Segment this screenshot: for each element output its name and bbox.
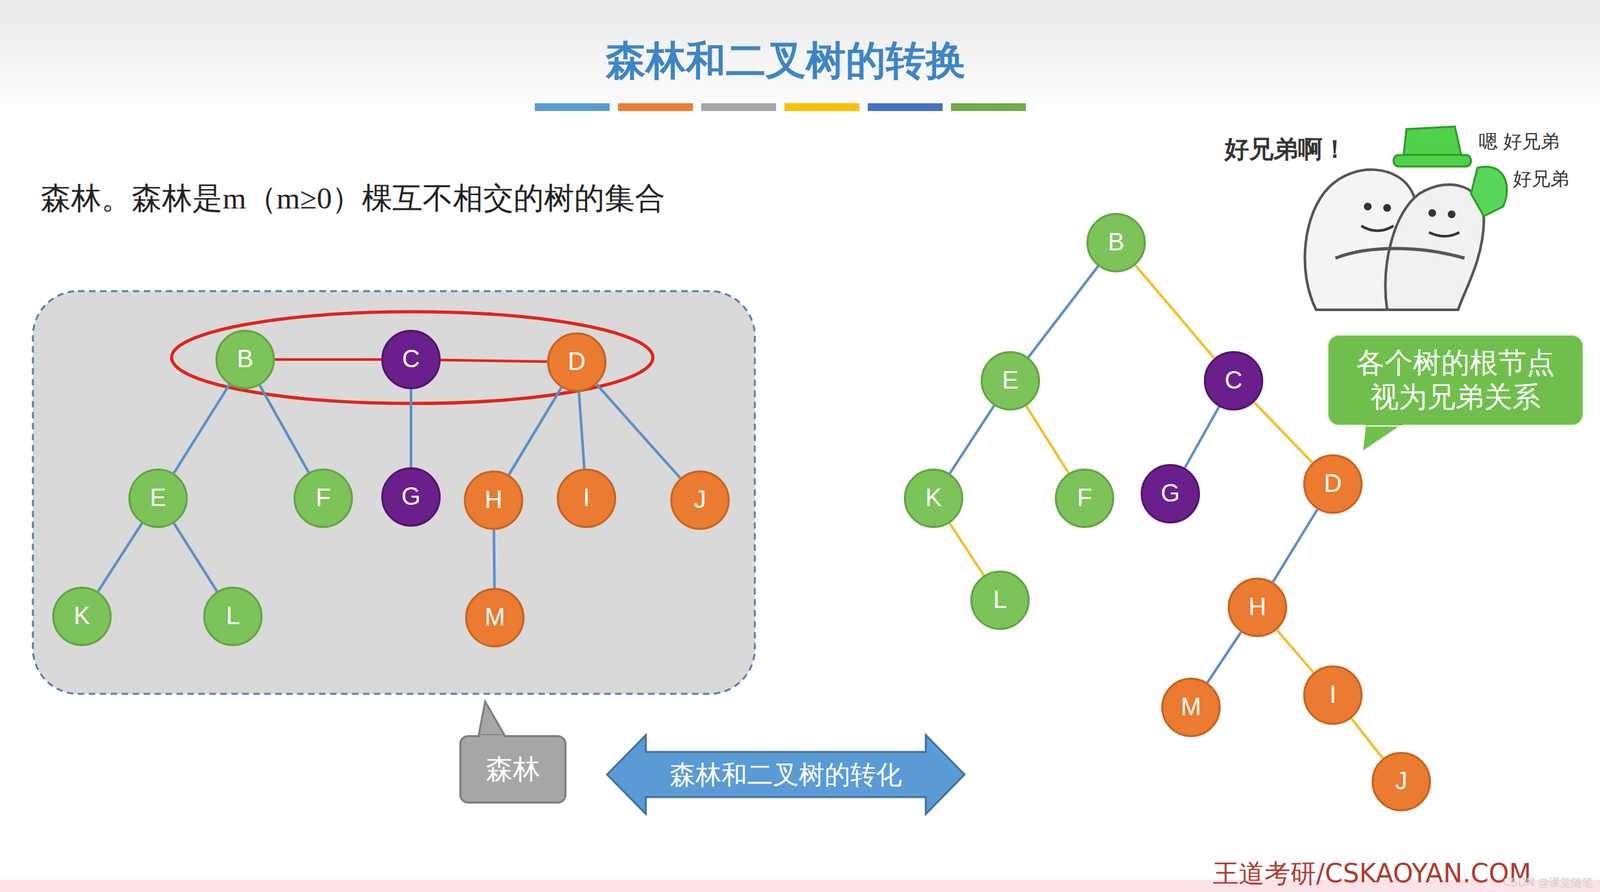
node-label: K xyxy=(925,483,942,513)
footer-brand: 王道考研/CSKAOYAN.COM xyxy=(1212,855,1532,891)
tree-node-circle: K xyxy=(903,468,964,528)
callout-box: 各个树的根节点 视为兄弟关系 xyxy=(1326,333,1585,427)
node-label: M xyxy=(1180,692,1202,722)
tree-node-circle: B xyxy=(215,329,275,390)
tree-node-circle: G xyxy=(1140,463,1200,524)
tree-node-circle: G xyxy=(381,467,441,527)
tree-edge xyxy=(578,391,584,469)
node-label: H xyxy=(484,485,502,515)
tree-node-circle: H xyxy=(1227,577,1288,637)
slide-title: 森林和二叉树的转换 xyxy=(0,33,1572,88)
tree-edge xyxy=(1184,406,1219,468)
tree-edge xyxy=(173,384,230,473)
tree-edge xyxy=(1276,629,1314,673)
node-label: D xyxy=(1323,469,1342,499)
meme-caption: 嗯 好兄弟 xyxy=(1478,129,1560,155)
node-label: K xyxy=(73,601,90,631)
tree-edge xyxy=(1254,401,1313,463)
node-label: G xyxy=(1160,478,1180,509)
tree-edge xyxy=(440,360,548,362)
node-label: E xyxy=(1001,365,1019,396)
tree-edge xyxy=(260,385,310,473)
node-label: I xyxy=(1329,680,1337,710)
tree-edge xyxy=(949,523,984,576)
tree-edge xyxy=(274,359,382,360)
tree-node-circle: E xyxy=(128,468,188,528)
header-band xyxy=(0,0,1600,117)
tree-node-circle: L xyxy=(203,586,263,646)
tree-node-circle: L xyxy=(970,570,1030,630)
node-label: C xyxy=(401,344,420,375)
tree-node-circle: H xyxy=(463,470,524,530)
tree-node-circle: J xyxy=(1371,751,1431,811)
tree-edge xyxy=(1135,265,1215,359)
tree-node-circle: C xyxy=(381,329,441,390)
node-label: H xyxy=(1248,592,1266,622)
node-label: J xyxy=(1395,766,1408,797)
node-label: 各个树的根节点 视为兄弟关系 xyxy=(1349,345,1562,415)
tree-edge xyxy=(509,387,562,475)
tree-node-circle: K xyxy=(52,586,112,646)
tree-node-circle: D xyxy=(1303,454,1363,514)
tree-node-circle: F xyxy=(293,468,353,528)
tree-edge xyxy=(410,389,412,468)
node-label: F xyxy=(1076,483,1092,513)
node-label: L xyxy=(225,601,240,631)
node-label: D xyxy=(567,347,586,377)
callout-box: 森林 xyxy=(459,734,567,804)
node-label: M xyxy=(484,602,506,633)
node-label: 森林和二叉树的转化 xyxy=(669,758,902,790)
tree-edge xyxy=(1272,509,1318,582)
tree-node-circle: I xyxy=(1303,665,1363,725)
node-label: I xyxy=(583,483,591,513)
tree-edge xyxy=(174,523,218,591)
node-label: F xyxy=(315,483,331,513)
tree-edge xyxy=(1207,631,1241,682)
tree-edge xyxy=(949,405,995,474)
tree-node-circle: F xyxy=(1054,468,1115,528)
node-label: E xyxy=(149,483,166,513)
tree-edge xyxy=(98,523,142,592)
double-arrow-shape: 森林和二叉树的转化 xyxy=(607,734,965,814)
node-label: B xyxy=(1107,227,1124,258)
tree-node-circle: E xyxy=(980,350,1040,411)
tree-edge xyxy=(1028,266,1099,358)
definition-text: 森林。森林是m（m≥0）棵互不相交的树的集合 xyxy=(40,178,666,219)
node-label: B xyxy=(236,344,253,375)
node-label: G xyxy=(401,481,421,512)
title-colour-bar xyxy=(534,103,1026,111)
forest-panel xyxy=(32,290,755,694)
node-label: C xyxy=(1224,365,1242,396)
node-label: J xyxy=(694,485,707,515)
tree-node-circle: M xyxy=(465,587,525,648)
meme-illustration xyxy=(1219,122,1582,311)
tree-edge xyxy=(493,529,495,588)
tree-edge xyxy=(1026,405,1070,473)
watermark: CSDN @课堂随笔 xyxy=(1503,874,1593,890)
tree-node-circle: M xyxy=(1161,677,1221,737)
meme-caption: 好兄弟 xyxy=(1512,166,1570,193)
node-label: 森林 xyxy=(485,752,540,786)
tree-node-circle: J xyxy=(670,470,730,530)
tree-edge xyxy=(1351,718,1384,759)
tree-node-circle: B xyxy=(1086,212,1146,273)
tree-node-circle: C xyxy=(1203,350,1264,411)
tree-node-circle: I xyxy=(556,468,617,528)
tree-edge xyxy=(596,383,681,478)
meme-caption: 好兄弟啊！ xyxy=(1224,132,1348,166)
tree-node-circle: D xyxy=(547,332,607,392)
node-label: L xyxy=(992,585,1007,615)
